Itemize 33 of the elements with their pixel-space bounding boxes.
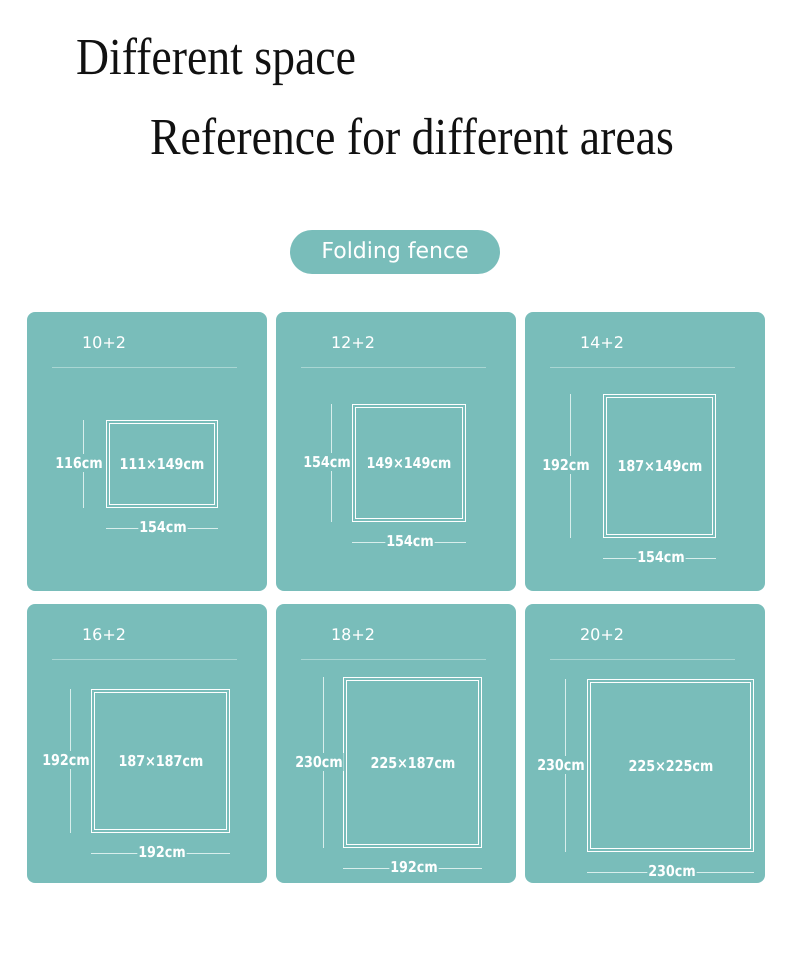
size-card xyxy=(27,312,267,591)
size-card xyxy=(276,604,516,883)
heading: Different space xyxy=(76,28,356,87)
area-label: 149×149cm xyxy=(366,454,452,472)
card-title: 16+2 xyxy=(82,625,126,644)
size-card xyxy=(525,604,765,883)
dimension-label: 192cm xyxy=(541,456,590,474)
fence-outline xyxy=(106,420,218,508)
area-label: 111×149cm xyxy=(120,455,204,473)
fence-outline xyxy=(91,689,230,833)
card-title: 10+2 xyxy=(82,333,126,352)
fence-outline xyxy=(603,394,716,538)
dimension-label: 230cm xyxy=(294,752,344,770)
card-title: 18+2 xyxy=(331,625,375,644)
fence-outline xyxy=(352,404,466,522)
fence-outline xyxy=(343,677,482,848)
size-card xyxy=(525,312,765,591)
area-label: 225×187cm xyxy=(370,754,455,772)
card-title: 12+2 xyxy=(331,333,375,352)
subheading: Reference for different areas xyxy=(150,108,674,167)
size-card xyxy=(27,604,267,883)
area-label: 225×225cm xyxy=(628,756,713,774)
dimension-label: 154cm xyxy=(302,453,352,471)
area-label: 187×187cm xyxy=(118,752,203,770)
size-card xyxy=(276,312,516,591)
section-pill: Folding fence xyxy=(290,230,500,274)
dimension-label: 192cm xyxy=(41,751,90,769)
fence-outline xyxy=(587,679,754,852)
area-label: 187×149cm xyxy=(617,457,702,475)
card-title: 20+2 xyxy=(580,625,624,644)
dimension-label: 230cm xyxy=(536,756,586,774)
dimension-label: 116cm xyxy=(54,454,104,472)
card-title: 14+2 xyxy=(580,333,624,352)
